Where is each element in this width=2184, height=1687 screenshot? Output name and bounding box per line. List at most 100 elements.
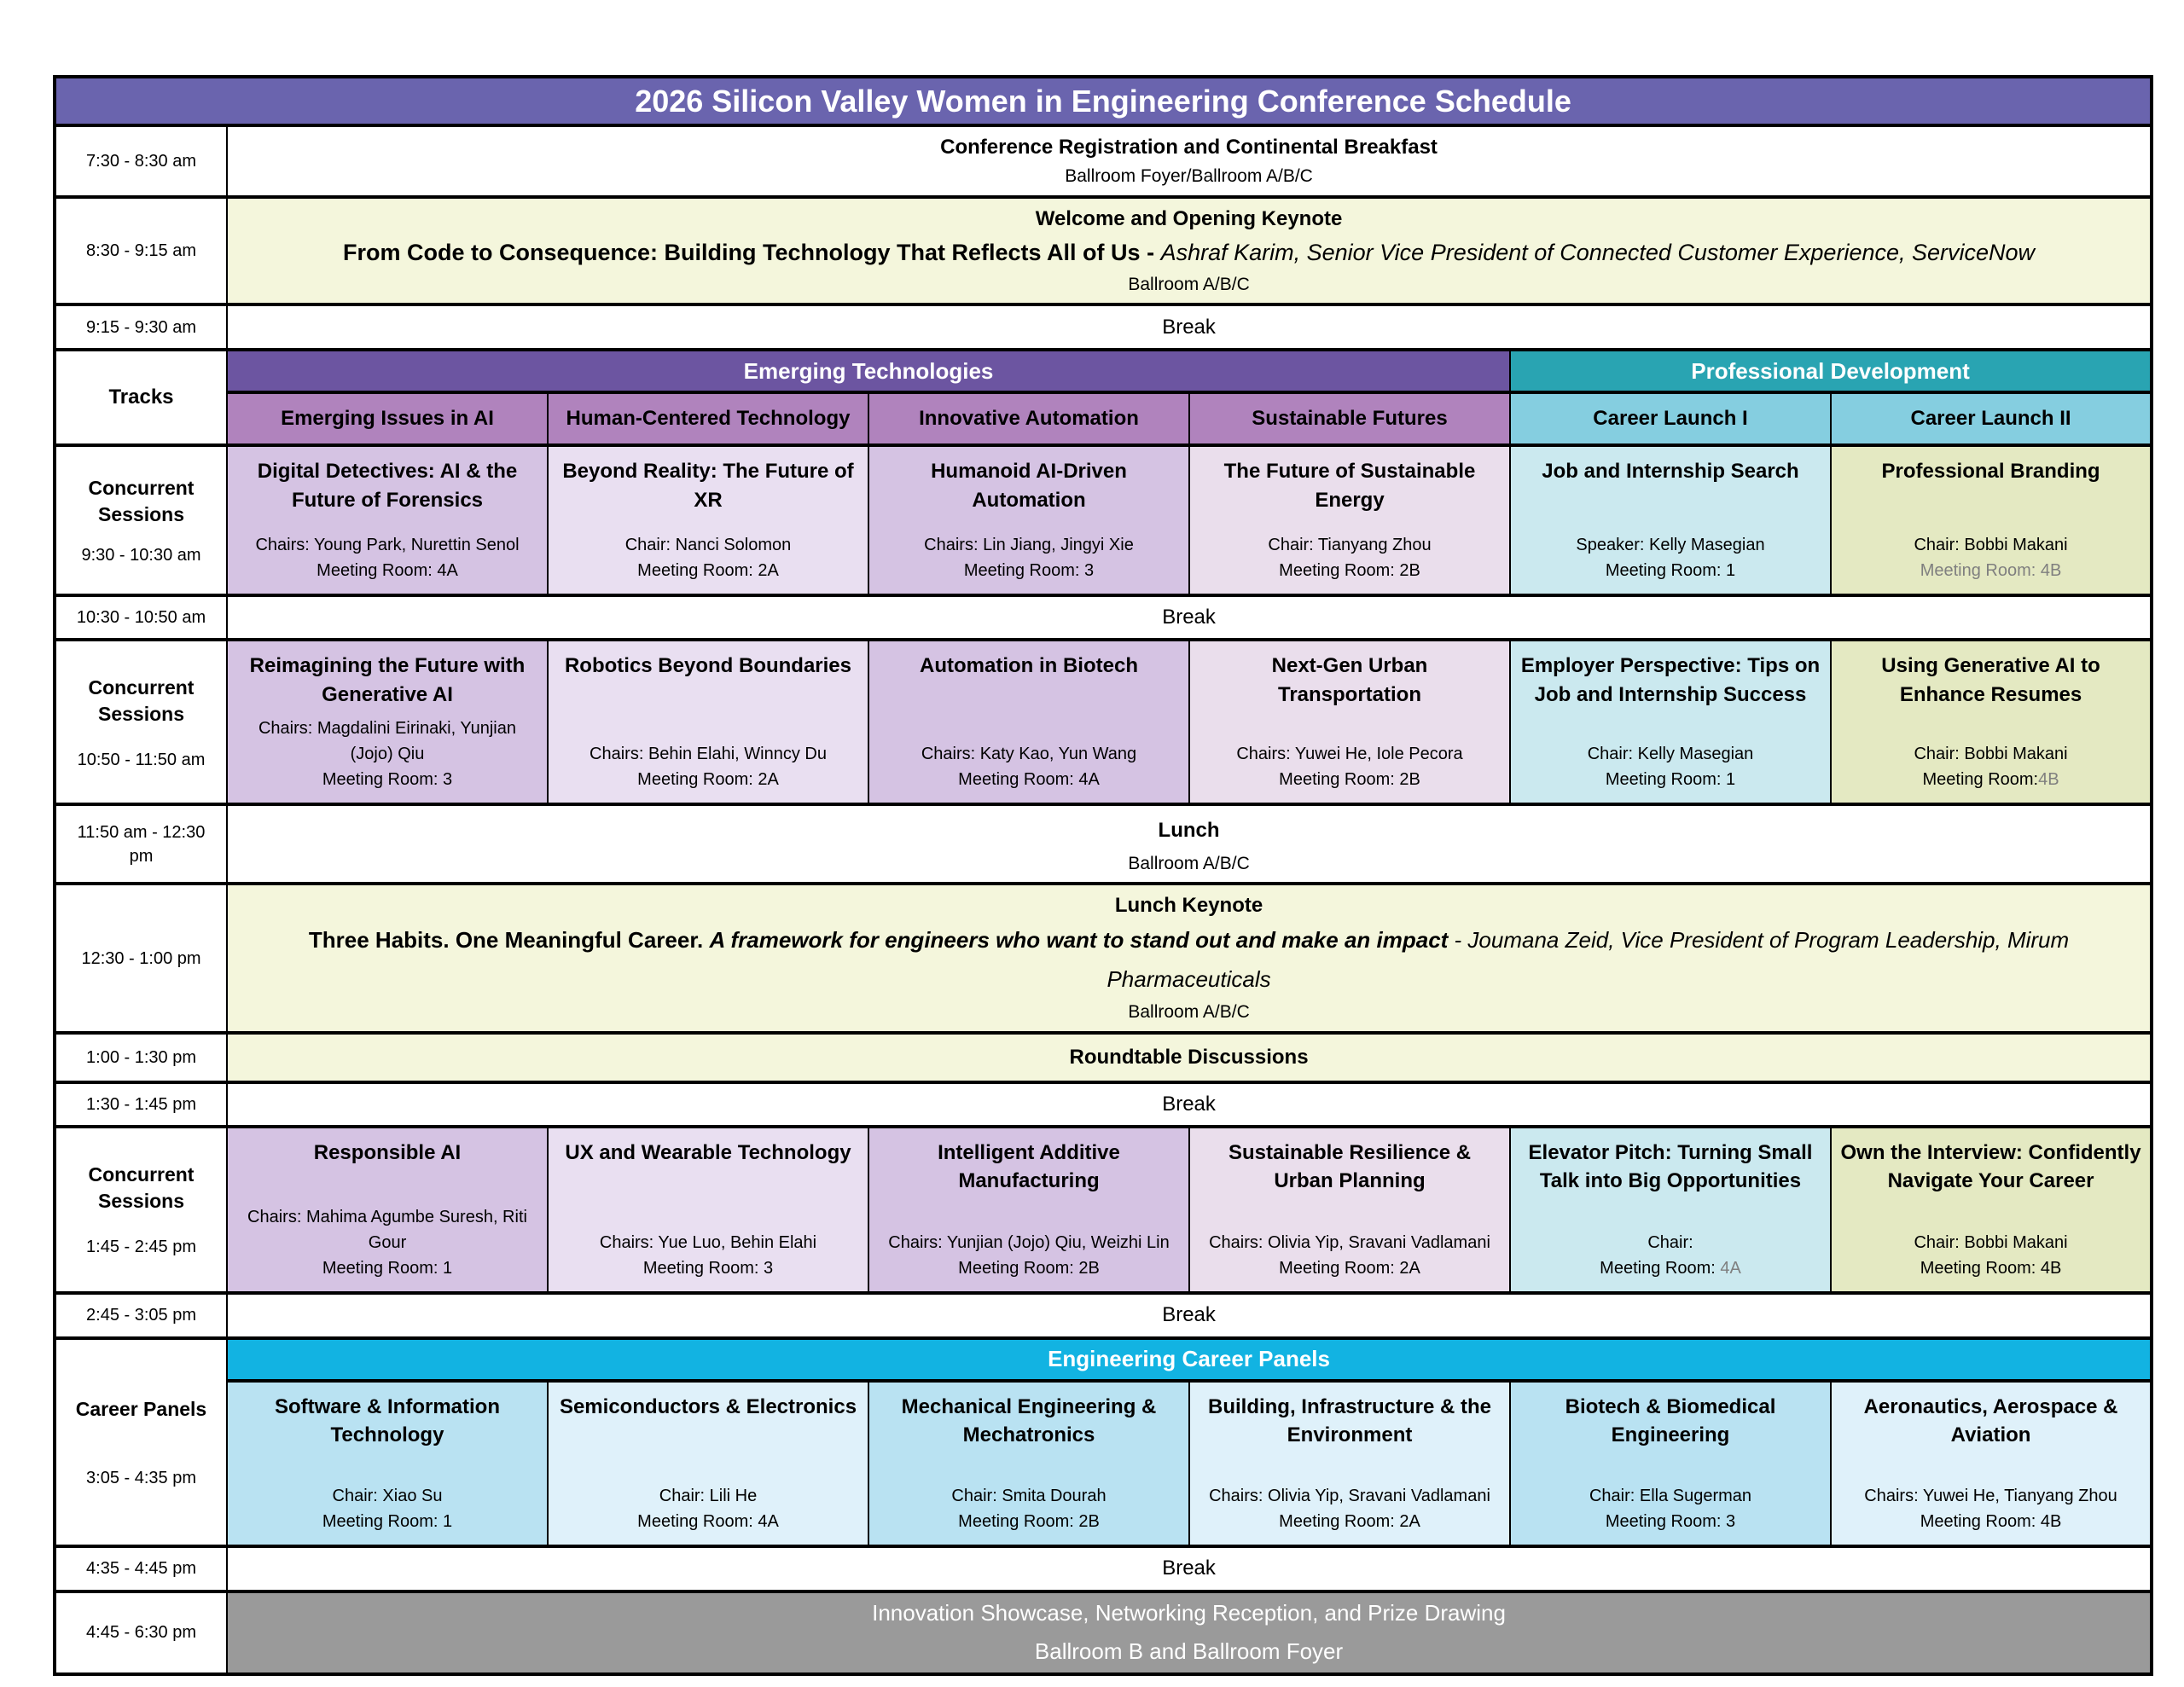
- time-label: 11:50 am - 12:30 pm: [54, 803, 228, 886]
- panel-room: Meeting Room: 4B: [1920, 1511, 2062, 1531]
- session-people: Chairs: Olivia Yip, Sravani Vadlamani: [1209, 1232, 1490, 1252]
- session-title: UX and Wearable Technology: [565, 1140, 851, 1164]
- session-people: Chair: Tianyang Zhou: [1268, 536, 1432, 555]
- time-label: 8:30 - 9:15 am: [54, 194, 228, 307]
- session-title: Sustainable Resilience & Urban Planning: [1228, 1140, 1472, 1193]
- time-label: 2:45 - 3:05 pm: [54, 1290, 228, 1340]
- session-cell: Using Generative AI to Enhance Resumes C…: [1829, 638, 2153, 807]
- career-panels-label: Career Panels: [75, 1397, 207, 1420]
- session-title: Professional Branding: [1881, 460, 2100, 484]
- panel-title: Building, Infrastructure & the Environme…: [1207, 1394, 1491, 1447]
- panel-people: Chairs: Olivia Yip, Sravani Vadlamani: [1209, 1486, 1490, 1505]
- panel-title: Mechanical Engineering & Mechatronics: [901, 1394, 1157, 1447]
- time-label: 9:30 - 10:30 am: [81, 546, 201, 565]
- event-location: Ballroom A/B/C: [1128, 1002, 1250, 1023]
- session-title: Elevator Pitch: Turning Small Talk into …: [1528, 1140, 1813, 1193]
- session-info: Chairs: Yunjian (Jojo) Qiu, Weizhi Lin M…: [878, 1230, 1180, 1281]
- session-room: Meeting Room: 4B: [1920, 1258, 2062, 1278]
- panel-cell: Semiconductors & Electronics Chair: Lili…: [547, 1378, 869, 1548]
- panel-title: Software & Information Technology: [274, 1394, 500, 1447]
- session-room: Meeting Room: 3: [963, 561, 1095, 581]
- break-row: Break: [225, 303, 2153, 352]
- session-cell: The Future of Sustainable Energy Chair: …: [1188, 443, 1511, 598]
- track-col-sustainable-futures: Sustainable Futures: [1188, 391, 1511, 448]
- session-block-label: Concurrent Sessions 1:45 - 2:45 pm: [54, 1124, 228, 1295]
- session-people: Chairs: Magdalini Eirinaki, Yunjian (Joj…: [258, 719, 516, 764]
- session-cell: Elevator Pitch: Turning Small Talk into …: [1509, 1124, 1832, 1295]
- session-people: Chairs: Behin Elahi, Winncy Du: [590, 745, 827, 764]
- talk-speaker: Ashraf Karim, Senior Vice President of C…: [1160, 239, 2036, 265]
- session-cell: Own the Interview: Confidently Navigate …: [1829, 1124, 2153, 1295]
- time-label: 4:45 - 6:30 pm: [54, 1589, 228, 1676]
- panel-room: Meeting Room: 2B: [958, 1511, 1100, 1531]
- session-title: Responsible AI: [313, 1140, 462, 1164]
- session-block-label: Concurrent Sessions 9:30 - 10:30 am: [54, 443, 228, 598]
- event-location: Ballroom A/B/C: [1128, 274, 1250, 294]
- session-cell: Next-Gen Urban Transportation Chairs: Yu…: [1188, 638, 1511, 807]
- panel-cell: Aeronautics, Aerospace & Aviation Chairs…: [1829, 1378, 2153, 1548]
- panel-people: Chair: Lili He: [659, 1486, 758, 1505]
- reception-row: Innovation Showcase, Networking Receptio…: [225, 1589, 2153, 1676]
- break-row: Break: [225, 1080, 2153, 1128]
- session-room: Meeting Room: 2A: [637, 561, 779, 581]
- session-title: Robotics Beyond Boundaries: [564, 654, 852, 678]
- panel-people: Chair: Xiao Su: [332, 1486, 443, 1505]
- session-info: Chair: Tianyang Zhou Meeting Room: 2B: [1199, 532, 1501, 583]
- panel-info: Chair: Ella Sugerman Meeting Room: 3: [1519, 1483, 1821, 1534]
- panel-room: Meeting Room: 3: [1605, 1511, 1736, 1531]
- panel-room: Meeting Room: 2A: [1279, 1511, 1420, 1531]
- session-info: Chairs: Mahima Agumbe Suresh, Riti Gour …: [236, 1204, 538, 1281]
- panel-cell: Biotech & Biomedical Engineering Chair: …: [1509, 1378, 1832, 1548]
- track-group-emerging-technologies: Emerging Technologies: [226, 348, 1511, 395]
- session-room: Meeting Room: 4A: [317, 561, 458, 581]
- talk-subtitle: A framework for engineers who want to st…: [709, 927, 1455, 954]
- session-title: Humanoid AI-Driven Automation: [931, 460, 1127, 512]
- time-label: 4:35 - 4:45 pm: [54, 1544, 228, 1593]
- session-title: The Future of Sustainable Energy: [1223, 460, 1476, 512]
- roundtable-row: Roundtable Discussions: [225, 1030, 2153, 1084]
- session-cell: Digital Detectives: AI & the Future of F…: [226, 443, 549, 598]
- tracks-label: Tracks: [54, 348, 228, 448]
- session-info: Speaker: Kelly Masegian Meeting Room: 1: [1519, 532, 1821, 583]
- session-cell: Professional Branding Chair: Bobbi Makan…: [1829, 443, 2153, 598]
- session-info: Chairs: Yue Luo, Behin Elahi Meeting Roo…: [557, 1230, 859, 1281]
- session-room: Meeting Room: 4B: [1920, 561, 2062, 581]
- session-info: Chair: Bobbi Makani Meeting Room: 4B: [1840, 532, 2141, 583]
- session-room: Meeting Room: 4A: [1600, 1258, 1741, 1278]
- session-info: Chair: Kelly Masegian Meeting Room: 1: [1519, 741, 1821, 792]
- session-title: Digital Detectives: AI & the Future of F…: [257, 460, 518, 512]
- panel-title: Biotech & Biomedical Engineering: [1565, 1394, 1776, 1447]
- session-room: Meeting Room: 1: [1605, 561, 1736, 581]
- time-label: 7:30 - 8:30 am: [54, 124, 228, 199]
- session-people: Chairs: Yunjian (Jojo) Qiu, Weizhi Lin: [888, 1232, 1170, 1252]
- time-label: 10:30 - 10:50 am: [54, 594, 228, 642]
- concurrent-sessions-label: Concurrent Sessions: [88, 1163, 195, 1213]
- event-title: Conference Registration and Continental …: [940, 136, 1438, 159]
- track-col-career-launch-1: Career Launch I: [1509, 391, 1832, 448]
- time-label: 1:45 - 2:45 pm: [86, 1238, 196, 1257]
- session-cell: Robotics Beyond Boundaries Chairs: Behin…: [547, 638, 869, 807]
- session-cell: Sustainable Resilience & Urban Planning …: [1188, 1124, 1511, 1295]
- session-cell: Responsible AI Chairs: Mahima Agumbe Sur…: [226, 1124, 549, 1295]
- session-room: Meeting Room: 1: [1605, 770, 1736, 790]
- session-room: Meeting Room:4B: [1922, 770, 2059, 790]
- talk-speaker: - Joumana Zeid, Vice President of Progra…: [1107, 927, 2070, 992]
- event-location: Ballroom A/B/C: [1128, 853, 1250, 873]
- session-people: Chairs: Young Park, Nurettin Senol: [255, 536, 520, 555]
- track-group-professional-development: Professional Development: [1508, 348, 2153, 395]
- session-cell: Employer Perspective: Tips on Job and In…: [1509, 638, 1832, 807]
- time-label: 10:50 - 11:50 am: [77, 750, 206, 769]
- event-title: Welcome and Opening Keynote: [1035, 206, 1343, 230]
- session-room: Meeting Room: 2B: [1279, 561, 1420, 581]
- keynote-talk: From Code to Consequence: Building Techn…: [245, 235, 2133, 271]
- panel-cell: Mechanical Engineering & Mechatronics Ch…: [868, 1378, 1190, 1548]
- event-location: Ballroom Foyer/Ballroom A/B/C: [1065, 166, 1313, 186]
- page-title: 2026 Silicon Valley Women in Engineering…: [53, 75, 2153, 127]
- break-row: Break: [225, 1544, 2153, 1593]
- break-row: Break: [225, 594, 2153, 642]
- session-people: Chairs: Yuwei He, Iole Pecora: [1236, 745, 1463, 764]
- panel-info: Chair: Lili He Meeting Room: 4A: [557, 1483, 859, 1534]
- event-title: Lunch Keynote: [1114, 894, 1263, 918]
- session-info: Chairs: Magdalini Eirinaki, Yunjian (Joj…: [236, 716, 538, 792]
- session-people: Speaker: Kelly Masegian: [1576, 536, 1765, 555]
